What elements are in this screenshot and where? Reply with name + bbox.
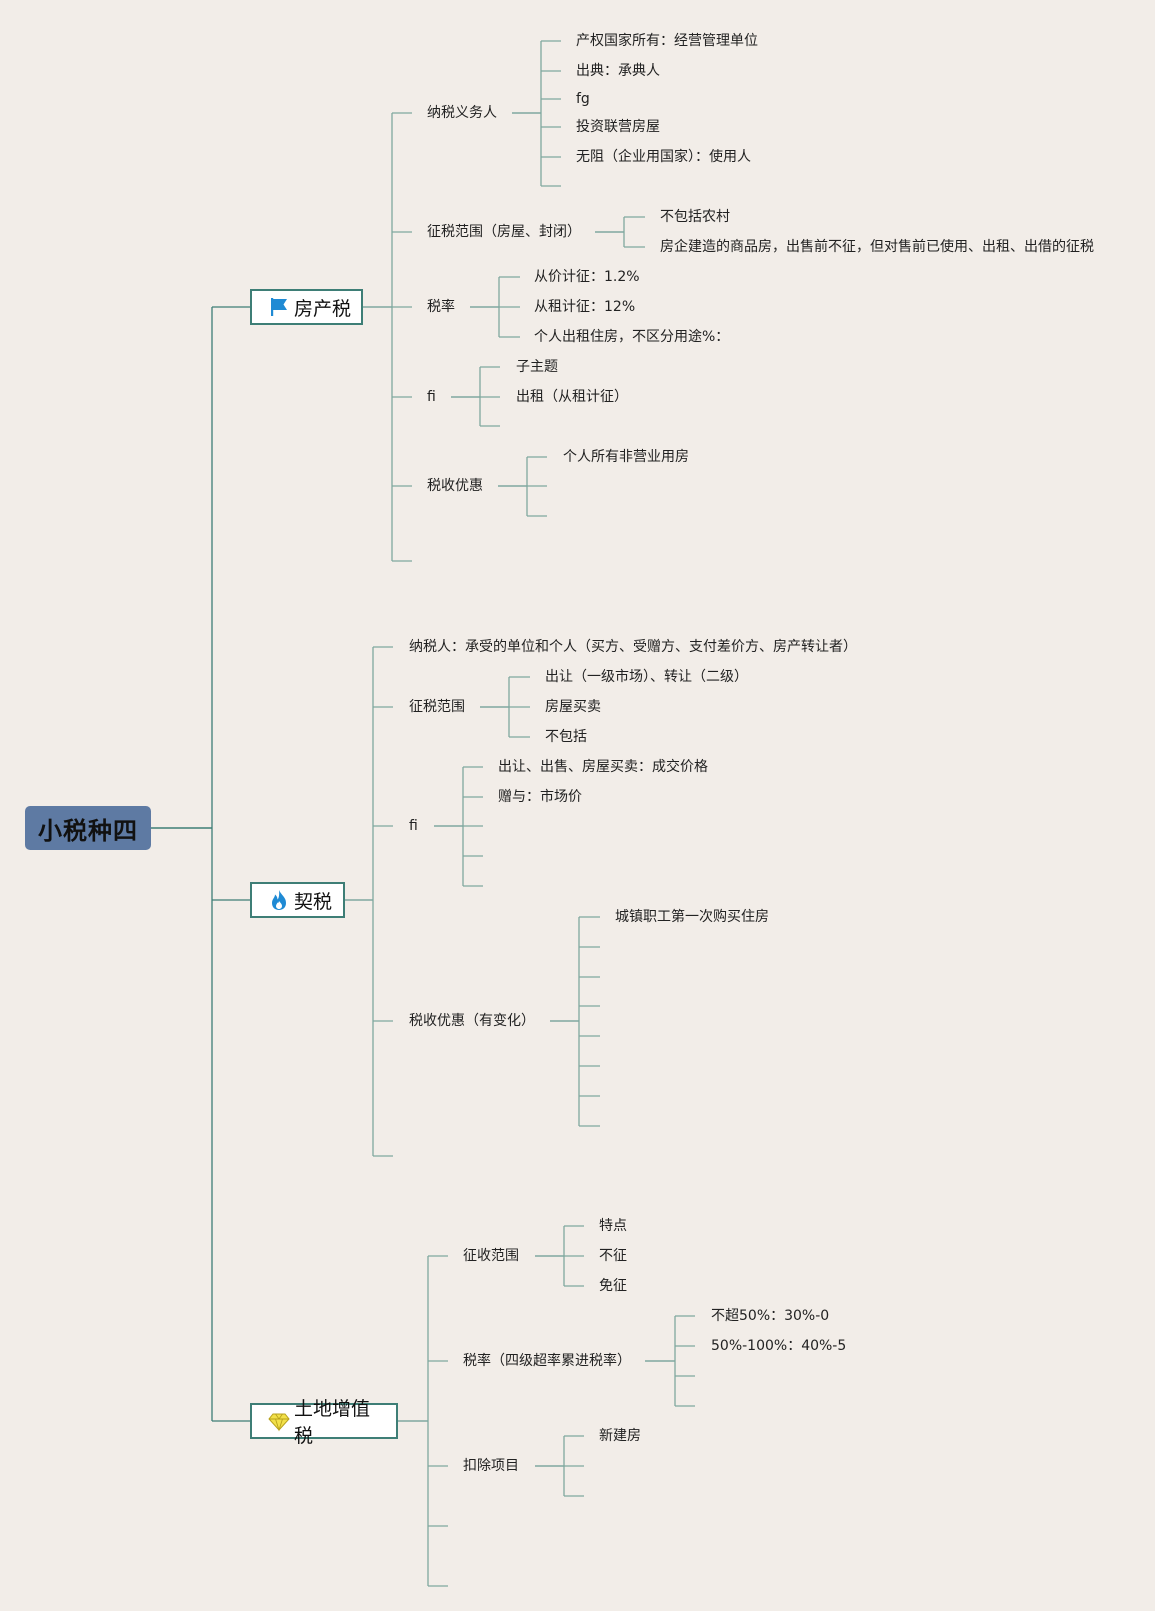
leaf-item[interactable]: 无阻（企业用国家）：使用人 bbox=[576, 149, 751, 165]
subtopic-tax-scope[interactable]: 征税范围 bbox=[409, 699, 465, 715]
leaf-item[interactable]: 赠与：市场价 bbox=[498, 789, 582, 805]
leaf-item[interactable]: 不包括农村 bbox=[660, 209, 730, 225]
leaf-item[interactable]: 出让（一级市场）、转让（二级） bbox=[545, 669, 748, 685]
leaf-item[interactable]: 免征 bbox=[599, 1278, 627, 1294]
subtopic-tax-rate[interactable]: 税率 bbox=[427, 299, 455, 315]
leaf-item[interactable]: 特点 bbox=[599, 1218, 627, 1234]
leaf-item[interactable]: 从价计征：1.2% bbox=[534, 269, 640, 285]
subtopic-fi[interactable]: fi bbox=[409, 818, 418, 834]
subtopic-tax-preference[interactable]: 税收优惠 bbox=[427, 478, 483, 494]
subtopic-tax-rate[interactable]: 税率（四级超率累进税率） bbox=[463, 1353, 631, 1369]
subtopic-deduction-items[interactable]: 扣除项目 bbox=[463, 1458, 519, 1474]
leaf-item[interactable]: 投资联营房屋 bbox=[576, 119, 660, 135]
leaf-item[interactable]: 出典：承典人 bbox=[576, 63, 660, 79]
leaf-item[interactable]: 个人所有非营业用房 bbox=[563, 449, 689, 465]
topic-label: 契税 bbox=[294, 890, 333, 913]
leaf-item[interactable]: 不超50%：30%-0 bbox=[711, 1308, 830, 1324]
leaf-item[interactable]: fg bbox=[576, 91, 590, 107]
leaf-item[interactable]: 出让、出售、房屋买卖：成交价格 bbox=[498, 759, 708, 775]
topic-label: 房产税 bbox=[294, 297, 352, 320]
root-topic[interactable]: 小税种四 bbox=[25, 806, 151, 850]
leaf-item[interactable]: 子主题 bbox=[516, 359, 558, 375]
topic-deed-tax[interactable]: 契税 bbox=[250, 882, 345, 918]
leaf-item[interactable]: 产权国家所有：经营管理单位 bbox=[576, 33, 758, 49]
leaf-item[interactable]: 房屋买卖 bbox=[545, 699, 601, 715]
leaf-item[interactable]: 个人出租住房，不区分用途%： bbox=[534, 329, 730, 345]
leaf-item[interactable]: 房企建造的商品房，出售前不征，但对售前已使用、出租、出借的征税 bbox=[660, 239, 1094, 255]
subtopic-collection-scope[interactable]: 征收范围 bbox=[463, 1248, 519, 1264]
topic-house-tax[interactable]: 房产税 bbox=[250, 289, 363, 325]
blue-flag-icon bbox=[268, 296, 290, 318]
leaf-item[interactable]: 城镇职工第一次购买住房 bbox=[615, 909, 769, 925]
leaf-item[interactable]: 从租计征：12% bbox=[534, 299, 636, 315]
topic-label: 土地增值税 bbox=[294, 1398, 371, 1447]
leaf-item[interactable]: 50%-100%：40%-5 bbox=[711, 1338, 847, 1354]
leaf-item[interactable]: 不包括 bbox=[545, 729, 587, 745]
subtopic-tax-preference[interactable]: 税收优惠（有变化） bbox=[409, 1013, 535, 1029]
leaf-item[interactable]: 出租（从租计征） bbox=[516, 389, 628, 405]
topic-land-vat[interactable]: 土地增值税 bbox=[250, 1398, 398, 1447]
subtopic-taxpayer[interactable]: 纳税义务人 bbox=[427, 105, 497, 121]
subtopic-taxpayer[interactable]: 纳税人：承受的单位和个人（买方、受赠方、支付差价方、房产转让者） bbox=[409, 639, 857, 655]
subtopic-fi[interactable]: fi bbox=[427, 389, 436, 405]
diamond-icon bbox=[268, 1410, 290, 1432]
leaf-item[interactable]: 新建房 bbox=[599, 1428, 641, 1444]
leaf-item[interactable]: 不征 bbox=[599, 1248, 627, 1264]
fire-icon bbox=[268, 889, 290, 911]
subtopic-tax-scope[interactable]: 征税范围（房屋、封闭） bbox=[427, 224, 581, 240]
